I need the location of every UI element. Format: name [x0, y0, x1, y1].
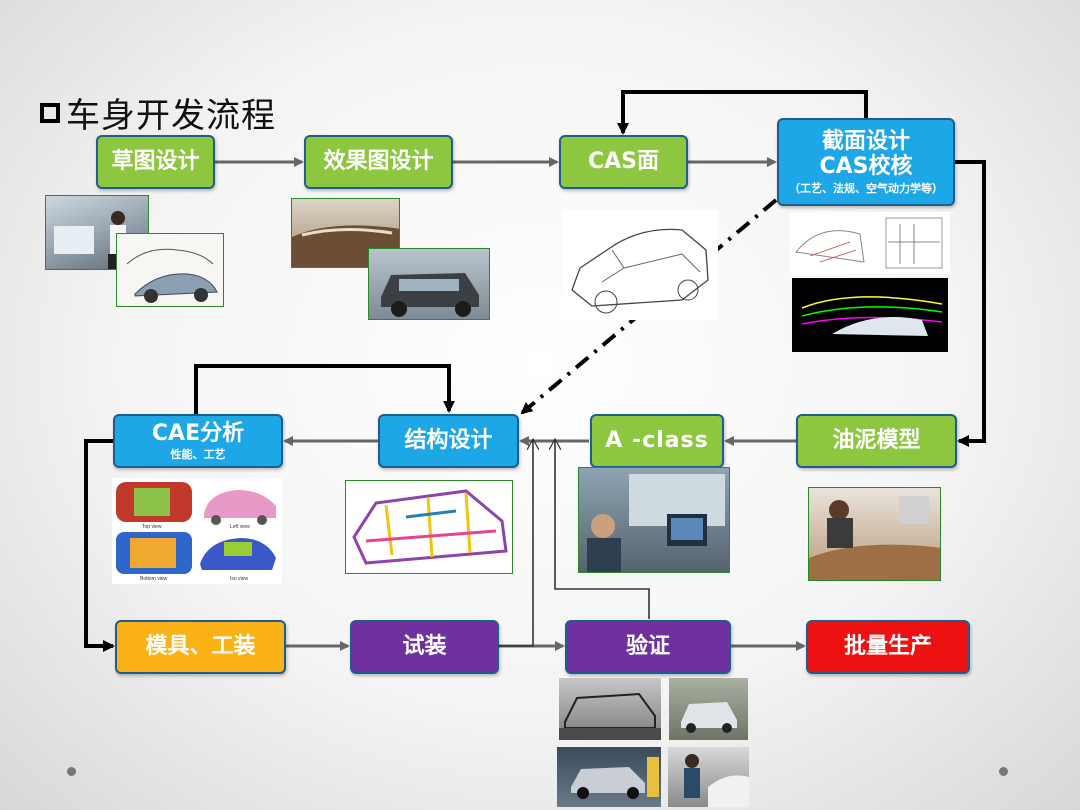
node-tooling: 模具、工装	[115, 620, 286, 674]
photo-exterior-render	[368, 248, 490, 320]
node-clay-model: 油泥模型	[796, 414, 957, 468]
photo-sketch-drawing	[116, 233, 224, 307]
black-arrows	[84, 90, 986, 652]
node-verification: 验证	[565, 620, 731, 674]
photo-inspection	[668, 747, 749, 807]
node-mass-production: 批量生产	[806, 620, 970, 674]
node-structure-design: 结构设计	[378, 414, 519, 468]
node-label-2: CAS校核	[819, 154, 913, 180]
node-cas-surface: CAS面	[559, 135, 688, 189]
illustration-body-in-white	[345, 480, 513, 574]
photo-crash-test	[557, 747, 661, 807]
node-trial-assembly: 试装	[350, 620, 499, 674]
node-label: 草图设计	[111, 149, 200, 175]
node-label: A -class	[605, 428, 709, 454]
slide-dot-left	[67, 767, 76, 776]
illustration-cae-views: Top view Left view Bottom view Iso view	[112, 478, 282, 584]
node-label: 批量生产	[843, 634, 932, 660]
page-title: 车身开发流程	[40, 88, 276, 137]
node-label: 验证	[625, 634, 670, 660]
node-label: CAS面	[587, 149, 660, 175]
slide-dot-right	[999, 767, 1008, 776]
feedback-arrows	[499, 440, 650, 647]
node-label: 效果图设计	[323, 149, 434, 175]
illustration-section-drawings	[790, 212, 950, 274]
node-label: 试装	[402, 634, 447, 660]
node-label: 截面设计	[821, 129, 910, 155]
node-a-class: A -class	[590, 414, 724, 468]
photo-body-test-rig	[559, 678, 661, 740]
checkbox-bullet-icon	[40, 102, 60, 123]
node-label: 油泥模型	[832, 428, 921, 454]
photo-a-class-workstation	[578, 467, 730, 573]
cae-left-view-label: Left view	[230, 524, 250, 530]
photo-aero-simulation	[792, 278, 948, 352]
cae-bottom-view-label: Bottom view	[140, 576, 168, 582]
node-note: 性能、工艺	[170, 448, 226, 462]
node-label: 模具、工装	[145, 634, 256, 660]
node-render-design: 效果图设计	[304, 135, 453, 189]
node-label: CAE分析	[151, 420, 245, 446]
node-label: 结构设计	[404, 428, 493, 454]
illustration-cas-wireframe	[562, 210, 718, 320]
node-sketch-design: 草图设计	[96, 135, 215, 189]
page-title-text: 车身开发流程	[66, 96, 276, 136]
cae-iso-view-label: Iso view	[230, 576, 248, 582]
gray-arrows	[215, 157, 806, 651]
photo-clay-modeling	[808, 487, 941, 581]
node-cae-analysis: CAE分析 性能、工艺	[113, 414, 283, 468]
node-note: （工艺、法规、空气动力学等）	[789, 181, 943, 195]
cae-top-view-label: Top view	[142, 524, 162, 530]
node-section-design: 截面设计 CAS校核 （工艺、法规、空气动力学等）	[777, 118, 955, 206]
photo-road-test	[669, 678, 748, 740]
